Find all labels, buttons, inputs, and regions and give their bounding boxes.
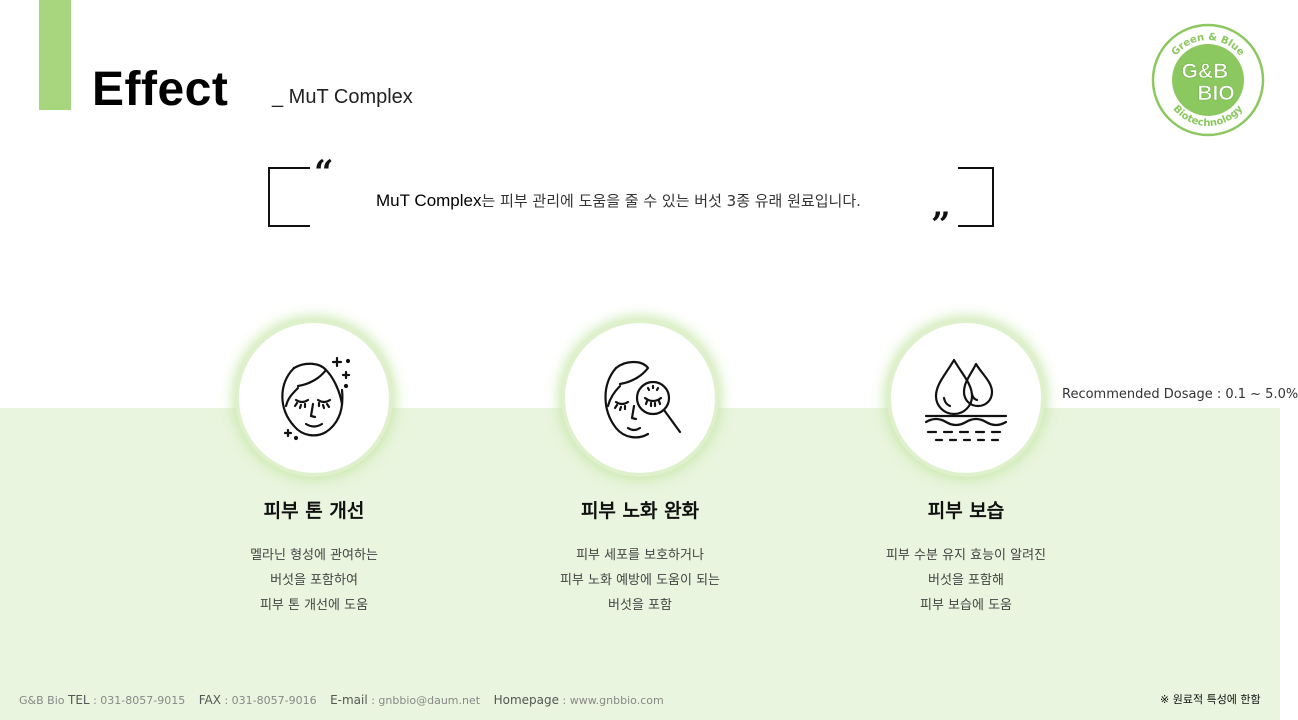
- footer-email-label: E-mail: [330, 693, 368, 707]
- feature-line: 버섯을 포함하여: [270, 573, 358, 588]
- page-subtitle: _ MuT Complex: [272, 86, 413, 108]
- feature-line: 피부 수분 유지 효능이 알려진: [885, 548, 1047, 563]
- footer-email-link[interactable]: : gnbbio@daum.net: [371, 694, 481, 707]
- page-title: Effect: [92, 63, 229, 116]
- title-accent-bar: [39, 0, 71, 110]
- feature-icon-circle: [565, 323, 715, 473]
- footer-fax-label: FAX: [198, 693, 221, 707]
- feature-line: 피부 톤 개선에 도움: [259, 598, 369, 613]
- feature-line: 피부 노화 예방에 도움이 되는: [559, 573, 721, 588]
- feature-line: 멜라닌 형성에 관여하는: [250, 548, 378, 563]
- quote-product-name: MuT Complex: [376, 191, 482, 210]
- footer-tel: : 031-8057-9015: [93, 694, 186, 707]
- feature-line: 버섯을 포함해: [928, 573, 1004, 588]
- logo-main-line2: BIO: [1197, 82, 1234, 105]
- close-quote-icon: ”: [931, 205, 951, 245]
- feature-title: 피부 노화 완화: [580, 500, 700, 522]
- face-sparkle-icon: [281, 356, 351, 441]
- water-drops-icon: [924, 358, 1008, 442]
- feature-line: 피부 세포를 보호하거나: [576, 548, 704, 563]
- quote-text: MuT Complex는 피부 관리에 도움을 줄 수 있는 버섯 3종 유래 …: [376, 190, 861, 211]
- feature-title: 피부 톤 개선: [263, 500, 365, 522]
- logo-main-line1: G&B: [1182, 60, 1229, 83]
- quote-description: 는 피부 관리에 도움을 줄 수 있는 버섯 3종 유래 원료입니다.: [481, 192, 861, 210]
- quote-bracket-right: [958, 167, 994, 227]
- quote-bracket-left: [268, 167, 310, 227]
- feature-icon-circle: [891, 323, 1041, 473]
- footer-tel-label: TEL: [67, 693, 90, 707]
- feature-title: 피부 보습: [927, 500, 1005, 522]
- face-magnifier-icon: [604, 360, 682, 439]
- footer-contact: G&B Bio TEL : 031-8057-9015 FAX : 031-80…: [19, 693, 664, 707]
- feature-icon-circle: [239, 323, 389, 473]
- open-quote-icon: “: [314, 153, 334, 193]
- feature-line: 피부 보습에 도움: [920, 598, 1012, 613]
- feature-line: 버섯을 포함: [608, 598, 672, 613]
- footer-homepage-label: Homepage: [493, 693, 559, 707]
- footnote: ※ 원료적 특성에 한함: [1160, 693, 1261, 706]
- quote-box: “ ” MuT Complex는 피부 관리에 도움을 줄 수 있는 버섯 3종…: [268, 153, 996, 242]
- gnb-bio-logo: Green & Blue Biotechnology G&B BIO: [1151, 23, 1265, 137]
- footer-homepage-link[interactable]: : www.gnbbio.com: [562, 694, 664, 707]
- recommended-dosage: Recommended Dosage : 0.1 ~ 5.0%: [1062, 387, 1298, 402]
- footer-fax: : 031-8057-9016: [224, 694, 317, 707]
- footer-company: G&B Bio: [19, 694, 65, 707]
